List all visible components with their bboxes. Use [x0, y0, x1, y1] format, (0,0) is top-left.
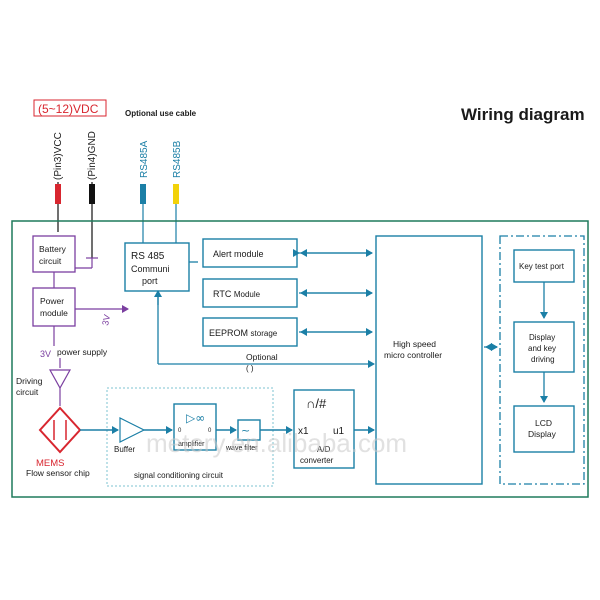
buffer-symbol: [119, 417, 146, 443]
mems-sensor-symbol: [38, 406, 82, 454]
driving-label-2: circuit: [16, 387, 39, 397]
adc-symbol: ∩/#: [306, 396, 327, 411]
optional-cable-note: Optional use cable: [125, 109, 197, 118]
watermark: metery.en.alibaba.com: [146, 428, 407, 458]
micro-controller-box: [375, 235, 483, 485]
wire-rs485a-label: RS485A: [139, 140, 150, 178]
driving-label-1: Driving: [16, 376, 43, 386]
adc-label-2: converter: [300, 456, 334, 465]
power-label-box: [33, 99, 107, 117]
driving-circuit-symbol: [48, 369, 72, 390]
gnd-wire: [89, 184, 95, 204]
rtc-label: RTC Module: [213, 289, 261, 299]
battery-label-1: Battery: [39, 244, 67, 254]
display-region: [499, 235, 585, 485]
wire-gnd: (Pin4)GND: [86, 131, 98, 268]
wire-vcc-label: (Pin3)VCC: [53, 132, 64, 180]
mems-label: MEMS: [36, 458, 65, 469]
flow-sensor-label: Flow sensor chip: [26, 468, 90, 478]
signal-conditioning-label: signal conditioning circuit: [134, 471, 224, 480]
mcu-label-2: micro controller: [384, 350, 442, 360]
adc-x1: x1: [298, 426, 309, 437]
wire-vcc: (Pin3)VCC: [53, 132, 64, 232]
mcu-label-1: High speed: [393, 339, 436, 349]
lcd-label-1: LCD: [535, 418, 552, 428]
optional-label: Optional: [246, 352, 278, 362]
eeprom-label: EEPROM storage: [209, 328, 278, 338]
power-voltage-label: (5~12)VDC: [38, 102, 99, 116]
alert-module-label: Alert module: [213, 249, 264, 259]
amp-pin-0a: 0: [178, 428, 182, 434]
display-key-driving-box: [513, 321, 575, 373]
power-module-label-1: Power: [40, 296, 64, 306]
adc-u1: u1: [333, 426, 345, 437]
wire-rs485b-label: RS485B: [172, 140, 183, 178]
amplifier-box: [173, 403, 217, 451]
rs485a-wire: [140, 184, 146, 204]
key-test-port-box: [513, 249, 575, 283]
wire-rs485a: RS485A: [139, 140, 150, 243]
lcd-label-2: Display: [528, 429, 557, 439]
ad-converter-box: [293, 389, 355, 469]
amp-pin-0b: 0: [208, 428, 212, 434]
power-supply-label: power supply: [57, 347, 108, 357]
battery-label-2: circuit: [39, 256, 62, 266]
rs485b-wire: [173, 184, 179, 204]
amplifier-symbol: ▷∞: [186, 411, 205, 425]
wave-filter-label: wave filter: [225, 445, 258, 452]
rs485-label-2: Communi: [131, 264, 170, 274]
eeprom-storage-box: [202, 317, 298, 347]
wave-filter-symbol: ~: [241, 424, 250, 437]
power-module-label-2: module: [40, 308, 68, 318]
wire-gnd-label: (Pin4)GND: [87, 131, 98, 180]
v3-arrow-label: 3V: [100, 314, 112, 327]
vcc-wire: [55, 184, 61, 204]
battery-circuit-box: [32, 235, 76, 273]
key-test-label: Key test port: [519, 262, 565, 271]
adc-label-1: A/D: [317, 445, 331, 454]
display-label-2: and key: [528, 344, 556, 353]
device-enclosure: [11, 220, 589, 498]
diagram-title: Wiring diagram: [461, 105, 585, 124]
optional-paren: ( ): [246, 364, 254, 373]
rs485-label-3: port: [142, 276, 158, 286]
display-label-3: driving: [531, 355, 555, 364]
rtc-module-box: [202, 278, 298, 308]
power-module-box: [32, 287, 76, 327]
rs485-label-1: RS 485: [131, 251, 165, 262]
display-label-1: Display: [529, 333, 555, 342]
lcd-display-box: [513, 405, 575, 453]
wire-rs485b: RS485B: [172, 140, 183, 243]
amplifier-label: amplifier: [178, 441, 205, 448]
buffer-label: Buffer: [114, 445, 136, 454]
v3-power-label: 3V: [40, 349, 51, 359]
